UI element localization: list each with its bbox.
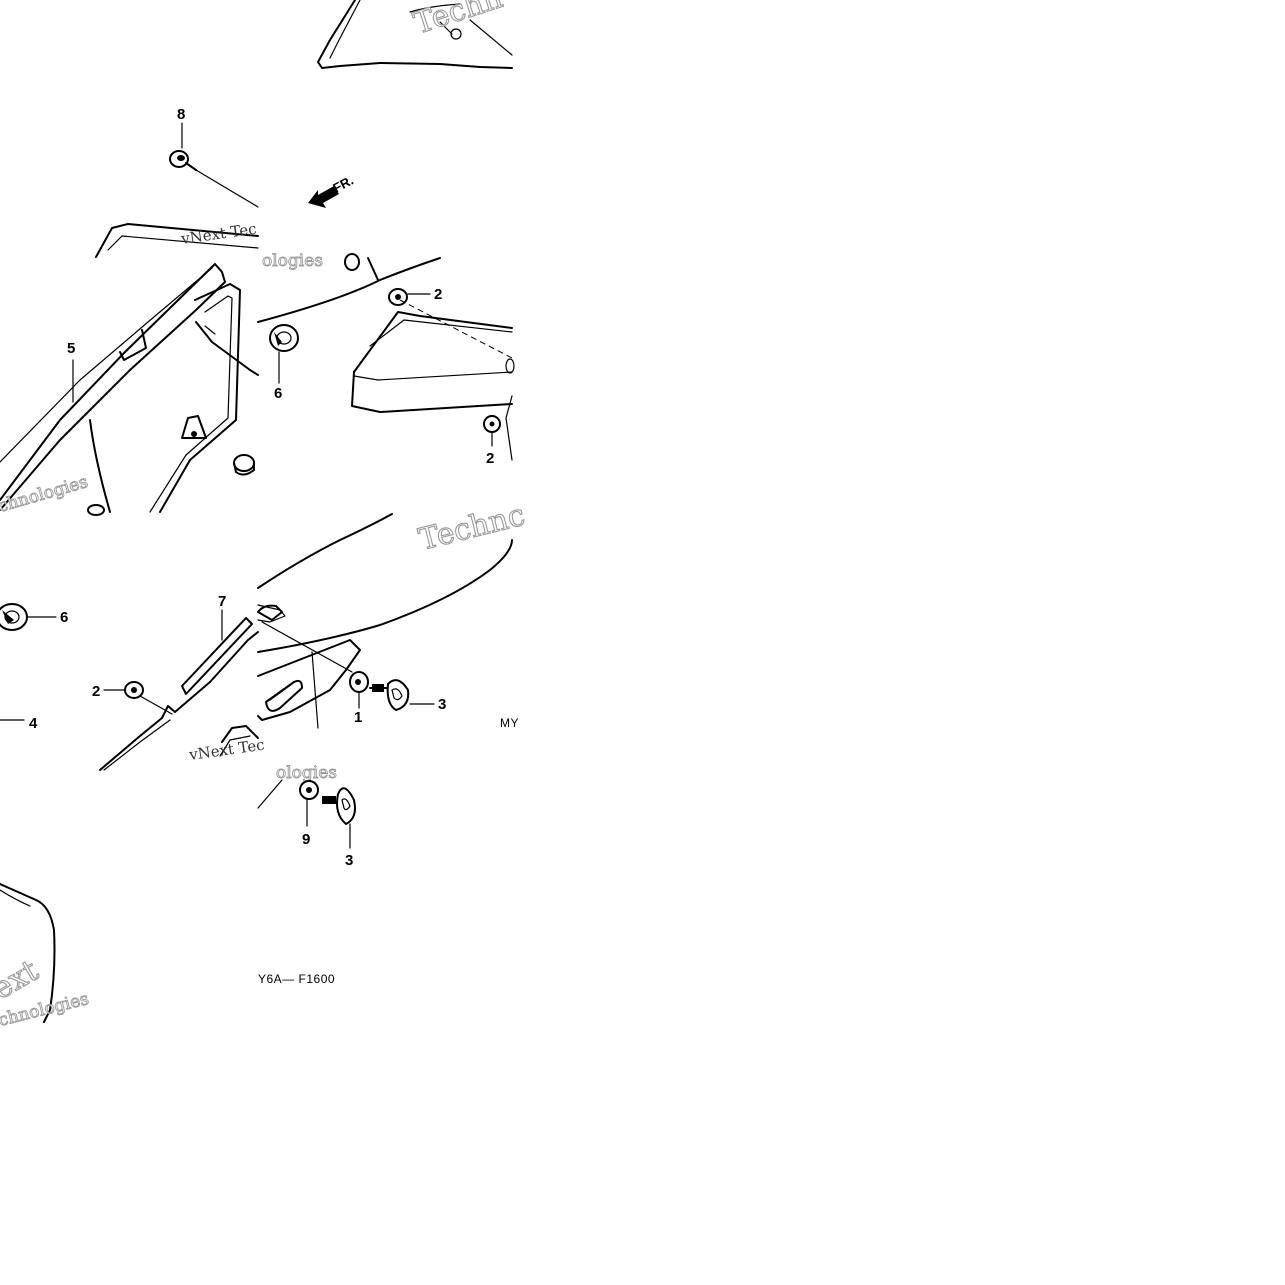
callout-3: 3	[345, 852, 353, 869]
figure-code: Y6A— F1600	[258, 972, 335, 986]
watermark-text: ologies	[262, 251, 323, 271]
side-cover-left-lower: 6 4 2 7 vNext Tec	[0, 593, 266, 771]
fender-fragment: ext chnologies	[0, 883, 91, 1031]
bolt-8: 8	[169, 106, 259, 208]
side-cover-top-edge: vNext Tec	[95, 220, 259, 258]
side-cover-right-lower: 1 3 MY Technc	[257, 497, 529, 730]
callout-1: 1	[354, 709, 362, 726]
front-direction-arrow-icon: FR.	[308, 173, 356, 208]
callout-7: 7	[218, 593, 226, 610]
side-cover-left: 5 ologies chnologies	[0, 251, 323, 517]
watermark-text: vNext Tec	[179, 220, 258, 249]
callout-8: 8	[177, 106, 185, 123]
callout-5: 5	[67, 340, 75, 357]
fastener-group-lower: ologies 9 3	[257, 763, 356, 869]
side-cover-right-upper: 6 2 2	[257, 253, 515, 467]
callout-2: 2	[434, 286, 442, 303]
watermark-text: ologies	[276, 763, 337, 783]
watermark-text: Technc	[415, 498, 528, 558]
seat-fragment: Techn	[317, 0, 513, 69]
callout-6: 6	[274, 385, 282, 402]
callout-3: 3	[438, 696, 446, 713]
callout-6: 6	[60, 609, 68, 626]
watermark-text: vNext Tec	[187, 736, 266, 765]
watermark-text: Techn	[410, 0, 507, 42]
edge-code: MY	[500, 716, 519, 730]
callout-2: 2	[486, 450, 494, 467]
callout-2: 2	[92, 683, 100, 700]
callout-9: 9	[302, 831, 310, 848]
callout-4: 4	[29, 715, 38, 732]
watermark-text: ext	[0, 953, 44, 1007]
watermark-text: chnologies	[0, 472, 90, 517]
